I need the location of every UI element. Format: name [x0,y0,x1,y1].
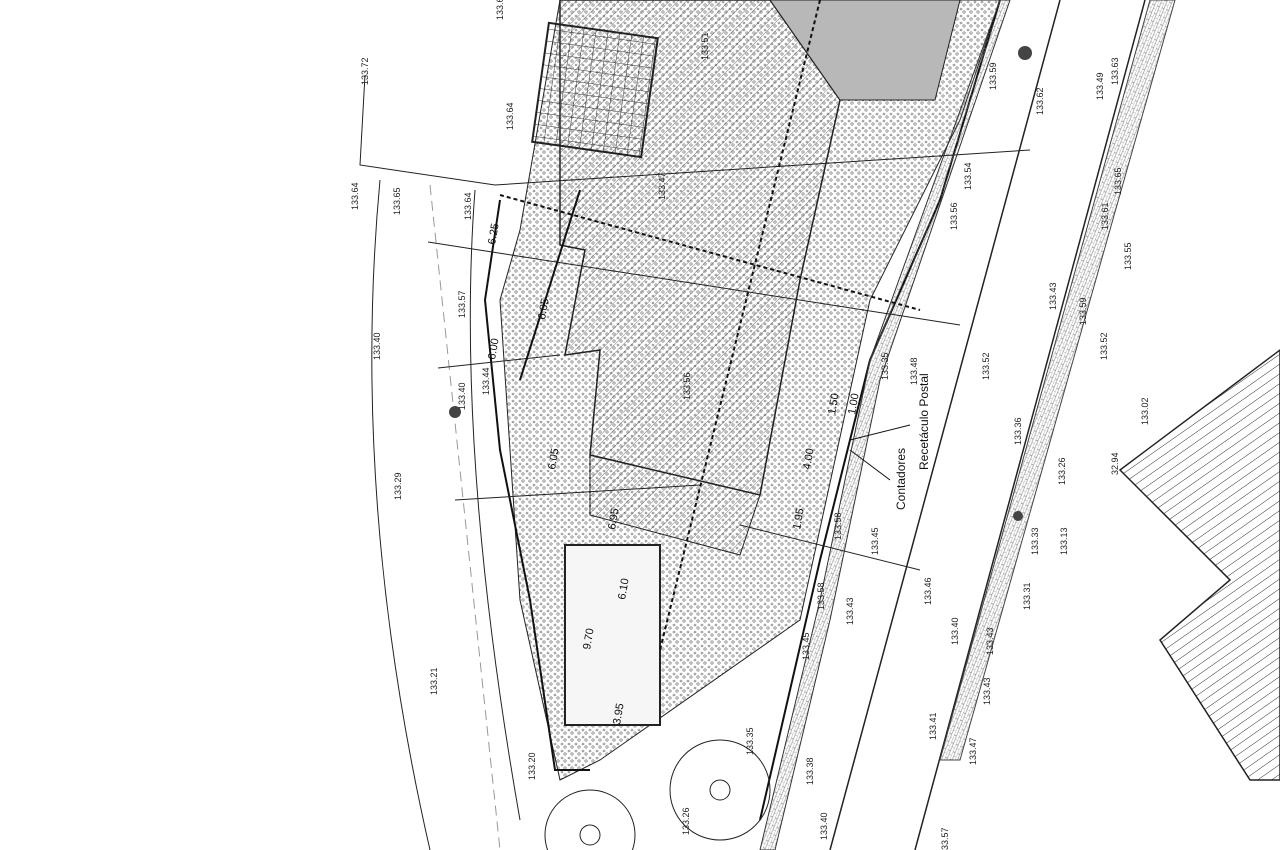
elevation-label: 133.38 [805,757,815,785]
dimension-label: 3.95 [611,702,627,725]
elevation-label: 133.63 [495,0,505,20]
elevation-label: 133.43 [982,677,992,705]
elevation-label: 133.02 [1140,397,1150,425]
dimension-label: 6.95 [606,507,622,530]
elevation-label: 133.26 [1057,457,1067,485]
elevation-label: 133.29 [393,472,403,500]
dim-line [427,241,961,326]
elevation-label: 133.40 [950,617,960,645]
dimension-label: 6.05 [546,447,562,470]
terrace [589,454,761,556]
elevation-label: 133.58 [833,512,843,540]
elevation-label: 133.46 [923,577,933,605]
elevation-label: 133.40 [372,332,382,360]
elevation-label: 133.40 [457,382,467,410]
dimension-label: 1.50 [826,392,842,415]
elevation-label: 133.44 [481,367,491,395]
elevation-label: 133.48 [909,357,919,385]
elevation-label: 133.65 [1113,167,1123,195]
dim-line [739,524,921,571]
elevation-label: 133.57 [457,290,467,318]
elevation-label: 133.49 [1095,72,1105,100]
elevation-label: 133.45 [801,632,811,660]
elevation-label: 133.72 [360,57,370,85]
leader-line [849,424,911,441]
dimension-label: 6.05 [536,297,552,320]
elevation-label: 133.43 [1048,282,1058,310]
elevation-label: 133.26 [681,807,691,835]
elevation-label: 133.47 [657,172,667,200]
elevation-label: 133.43 [985,627,995,655]
survey-line [359,74,1031,186]
terrain-curve-2 [469,189,521,821]
elevation-label: 133.43 [845,597,855,625]
elevation-label: 133.56 [949,202,959,230]
meters-label: Contadores [894,448,908,510]
elevation-label: 133.64 [463,192,473,220]
opposite-sidewalk [939,0,1176,761]
elevation-label: 133.52 [1099,332,1109,360]
elevation-label: 133.51 [700,32,710,60]
axis-line [519,189,581,381]
elevation-label: 133.31 [1022,582,1032,610]
tree-icon [544,739,771,850]
elevation-label: 133.47 [968,737,978,765]
elevation-label: 133.36 [1013,417,1023,445]
elevation-label: 133.33 [1030,527,1040,555]
sidewalk [759,0,1011,850]
dimension-label: 6.25 [486,222,502,245]
swimming-pool [564,544,661,726]
elevation-label: 133.61 [1100,202,1110,230]
elevation-label: 133.64 [350,182,360,210]
elevation-label: 133.35 [880,352,890,380]
marker-icon [449,46,1032,521]
elevation-label: 133.55 [1123,242,1133,270]
terrain-curve [371,179,431,850]
plot-boundary [483,199,590,771]
dim-line [454,484,701,501]
postal-box-label: Recetáculo Postal [917,373,931,470]
dim-line [437,354,561,369]
dimension-label: 4.00 [801,447,817,470]
elevation-label: 133.58 [816,582,826,610]
elevation-label: 133.56 [682,372,692,400]
elevation-label: 133.21 [429,667,439,695]
elevation-label: 133.59 [1078,297,1088,325]
elevation-labels: 133.72 133.64 133.65 133.64 133.57 133.40 133.… [350,0,1150,850]
elevation-label: 133.20 [527,752,537,780]
dimension-label: 1.00 [846,392,862,415]
elevation-label: 133.62 [1035,87,1045,115]
elevation-label: 133.52 [981,352,991,380]
elevation-label: 33.57 [940,827,950,850]
pergola [531,21,659,159]
setback-line [429,184,501,850]
elevation-label: 133.41 [928,712,938,740]
dimension-label: 6.00 [486,337,502,360]
elevation-label: 133.45 [870,527,880,555]
elevation-label: 32.94 [1110,452,1120,475]
axis-line [499,194,921,311]
road-edge [829,0,1061,850]
elevation-label: 133.40 [819,812,829,840]
elevation-label: 133.59 [988,62,998,90]
dimension-label: 1.95 [791,507,807,530]
leader-line [849,449,891,481]
neighbour-building [1118,349,1280,781]
elevation-label: 133.65 [392,187,402,215]
dimension-label: 6.10 [616,577,632,600]
elevation-label: 133.54 [963,162,973,190]
elevation-label: 133.64 [505,102,515,130]
garage-roof [769,0,961,101]
elevation-label: 133.13 [1059,527,1069,555]
elevation-label: 133.63 [1110,57,1120,85]
elevation-label: 133.35 [745,727,755,755]
dimension-label: 9.70 [581,627,597,650]
road-edge-2 [914,0,1146,850]
